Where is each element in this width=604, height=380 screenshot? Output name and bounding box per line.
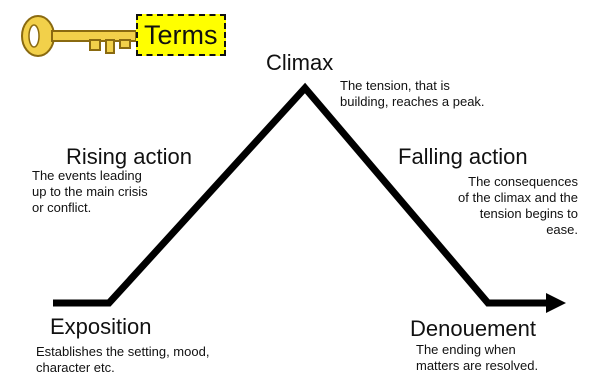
rising-action-description: The events leading up to the main crisis… (32, 168, 148, 215)
climax-description: The tension, that is building, reaches a… (340, 78, 485, 109)
falling-action-description: The consequences of the climax and the t… (458, 174, 578, 237)
exposition-description: Establishes the setting, mood, character… (36, 344, 210, 375)
terms-badge: Terms (136, 14, 226, 56)
arrow-head (546, 293, 566, 313)
climax-title: Climax (266, 50, 334, 75)
key-icon (21, 15, 137, 57)
denouement-title: Denouement (410, 316, 536, 341)
rising-action-title: Rising action (66, 144, 192, 169)
exposition-title: Exposition (50, 314, 152, 339)
plot-line (53, 82, 548, 307)
falling-action-title: Falling action (398, 144, 528, 169)
denouement-description: The ending when matters are resolved. (416, 342, 539, 373)
